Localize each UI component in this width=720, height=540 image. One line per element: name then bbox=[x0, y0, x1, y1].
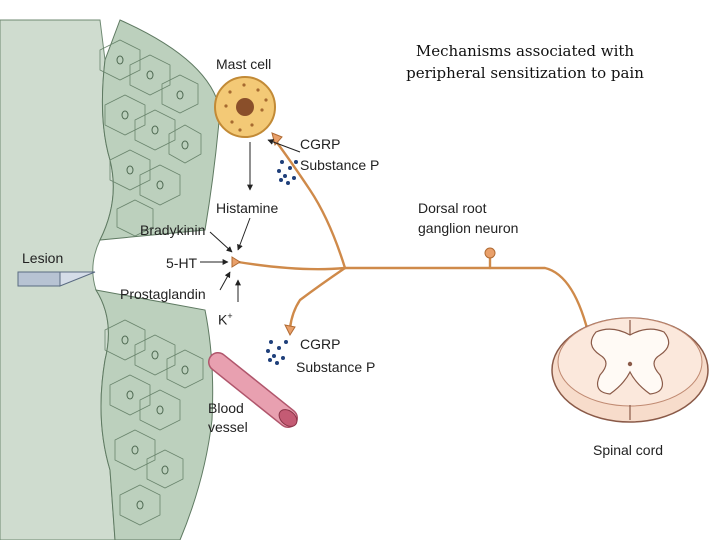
spinal-cord-label: Spinal cord bbox=[593, 442, 664, 458]
cgrp-top-label: CGRP bbox=[300, 136, 341, 152]
cgrp-bottom-label: CGRP bbox=[300, 336, 341, 352]
arrows bbox=[200, 139, 301, 302]
lesion-scalpel bbox=[17, 271, 96, 287]
spinal-cord bbox=[551, 317, 709, 423]
mast-cell bbox=[214, 76, 276, 138]
lesion-label: Lesion bbox=[22, 250, 64, 266]
nerve-endings bbox=[231, 132, 598, 349]
potassium-charge: + bbox=[227, 311, 233, 321]
nerve-fibers bbox=[236, 138, 592, 342]
substance-p-top-label: Substance P bbox=[300, 157, 380, 173]
vessel-label: vessel bbox=[208, 419, 248, 435]
tissue-layer bbox=[0, 19, 221, 540]
title-line-2: peripheral sensitization to pain bbox=[406, 64, 644, 82]
prostaglandin-label: Prostaglandin bbox=[120, 286, 206, 302]
potassium-label: K+ bbox=[218, 308, 233, 328]
bradykinin-label: Bradykinin bbox=[140, 222, 206, 238]
histamine-label: Histamine bbox=[216, 200, 279, 216]
substance-p-bottom-label: Substance P bbox=[296, 359, 376, 375]
blood-label: Blood bbox=[208, 400, 244, 416]
potassium-base: K bbox=[218, 311, 228, 328]
blood-vessel bbox=[208, 352, 298, 428]
drg-label-line-2: ganglion neuron bbox=[418, 220, 519, 236]
drg-label-line-1: Dorsal root bbox=[418, 200, 487, 216]
five-ht-label: 5-HT bbox=[166, 255, 198, 271]
release-dots bbox=[266, 160, 298, 365]
mast-cell-label: Mast cell bbox=[216, 56, 272, 72]
title-line-1: Mechanisms associated with bbox=[415, 42, 635, 60]
diagram-title: Mechanisms associated with peripheral se… bbox=[370, 40, 680, 84]
